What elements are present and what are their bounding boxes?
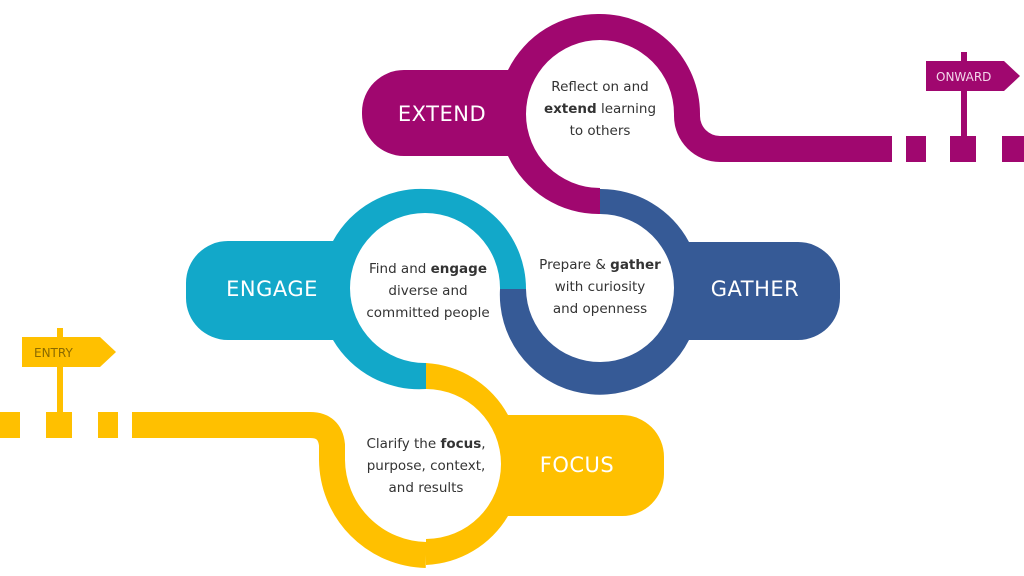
focus-description-line-1: Clarify the focus, — [366, 436, 485, 452]
engage-ring-tab — [186, 188, 526, 390]
focus-description-line-3: and results — [389, 480, 464, 496]
path-dash — [46, 412, 72, 438]
path-dash — [98, 412, 118, 438]
path-dash — [0, 412, 20, 438]
focus-ring-tab — [426, 363, 664, 565]
onward-dashed-path — [906, 136, 1024, 162]
focus-description-line-2: purpose, context, — [367, 458, 486, 474]
gather-description-line-3: and openness — [553, 301, 647, 317]
onward-sign-label: ONWARD — [936, 70, 991, 84]
path-dash — [950, 136, 976, 162]
onward-sign-board — [926, 61, 1020, 91]
signpost-pole — [961, 52, 967, 138]
extend-stage: EXTEND Reflect on and extend learning to… — [362, 13, 892, 215]
onward-signpost: ONWARD — [926, 52, 1020, 138]
focus-label: FOCUS — [540, 453, 614, 477]
entry-signpost: ENTRY — [22, 328, 116, 414]
extend-description-line-2: extend learning — [544, 101, 656, 117]
path-dash — [1002, 136, 1024, 162]
entry-sign-board — [22, 337, 116, 367]
entry-dashed-path — [0, 412, 118, 438]
signpost-pole — [57, 328, 63, 414]
engage-description-line-3: committed people — [366, 305, 489, 321]
gather-description-line-2: with curiosity — [555, 279, 646, 295]
extend-description-line-3: to others — [570, 123, 631, 139]
gather-description-line-1: Prepare & gather — [539, 257, 661, 273]
extend-label: EXTEND — [398, 102, 486, 126]
entry-sign-label: ENTRY — [34, 346, 73, 360]
engage-description-line-1: Find and engage — [369, 261, 487, 277]
path-dash — [906, 136, 926, 162]
engage-description-line-2: diverse and — [388, 283, 467, 299]
gather-ring-tab — [499, 188, 840, 395]
extend-ring-tab — [362, 13, 892, 215]
extend-description-line-1: Reflect on and — [551, 79, 648, 95]
focus-entry-track — [132, 412, 427, 568]
gather-stage: GATHER Prepare & gather with curiosity a… — [499, 188, 840, 395]
gather-label: GATHER — [711, 277, 800, 301]
focus-stage: FOCUS Clarify the focus, purpose, contex… — [132, 363, 664, 568]
engage-label: ENGAGE — [226, 277, 318, 301]
engage-stage: ENGAGE Find and engage diverse and commi… — [186, 188, 526, 390]
